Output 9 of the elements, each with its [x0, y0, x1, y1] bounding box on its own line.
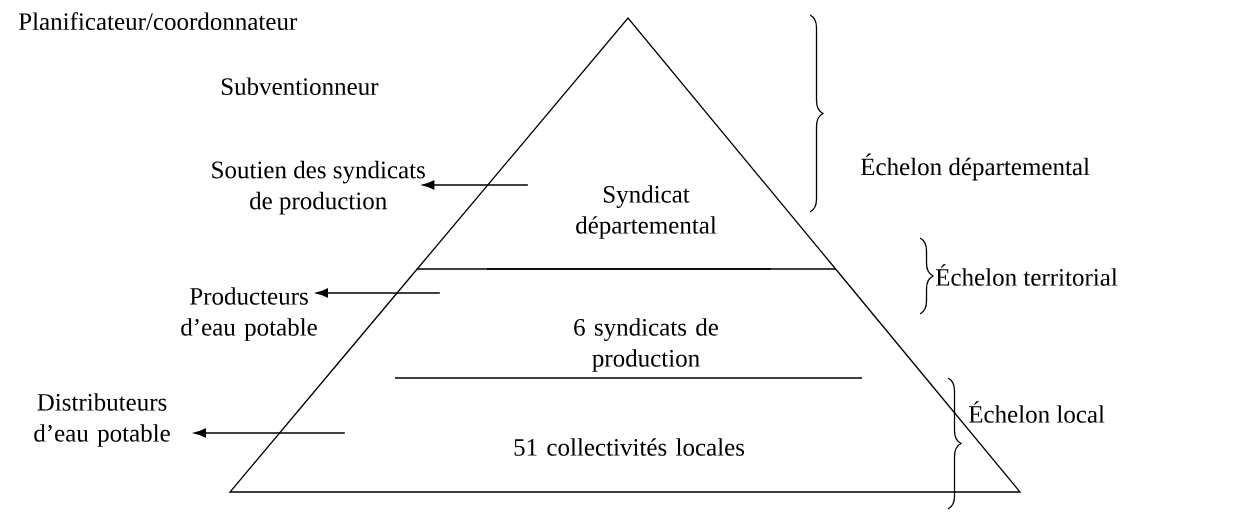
- role-label: Distributeurs d’eau potable: [34, 393, 170, 447]
- level-label: Échelon local: [968, 401, 1105, 423]
- arrow: [194, 428, 346, 438]
- pyramid-tier: 6 syndicats de production: [325, 268, 927, 379]
- arrow: [422, 180, 529, 190]
- arrow: [316, 288, 441, 298]
- role-list: Planificateur/coordonnateur Subventionneur Soutien des syndicats de production: [18, 12, 425, 215]
- role-label: Producteurs d’eau potable: [181, 287, 317, 341]
- level-label: Échelon départemental: [860, 153, 1090, 181]
